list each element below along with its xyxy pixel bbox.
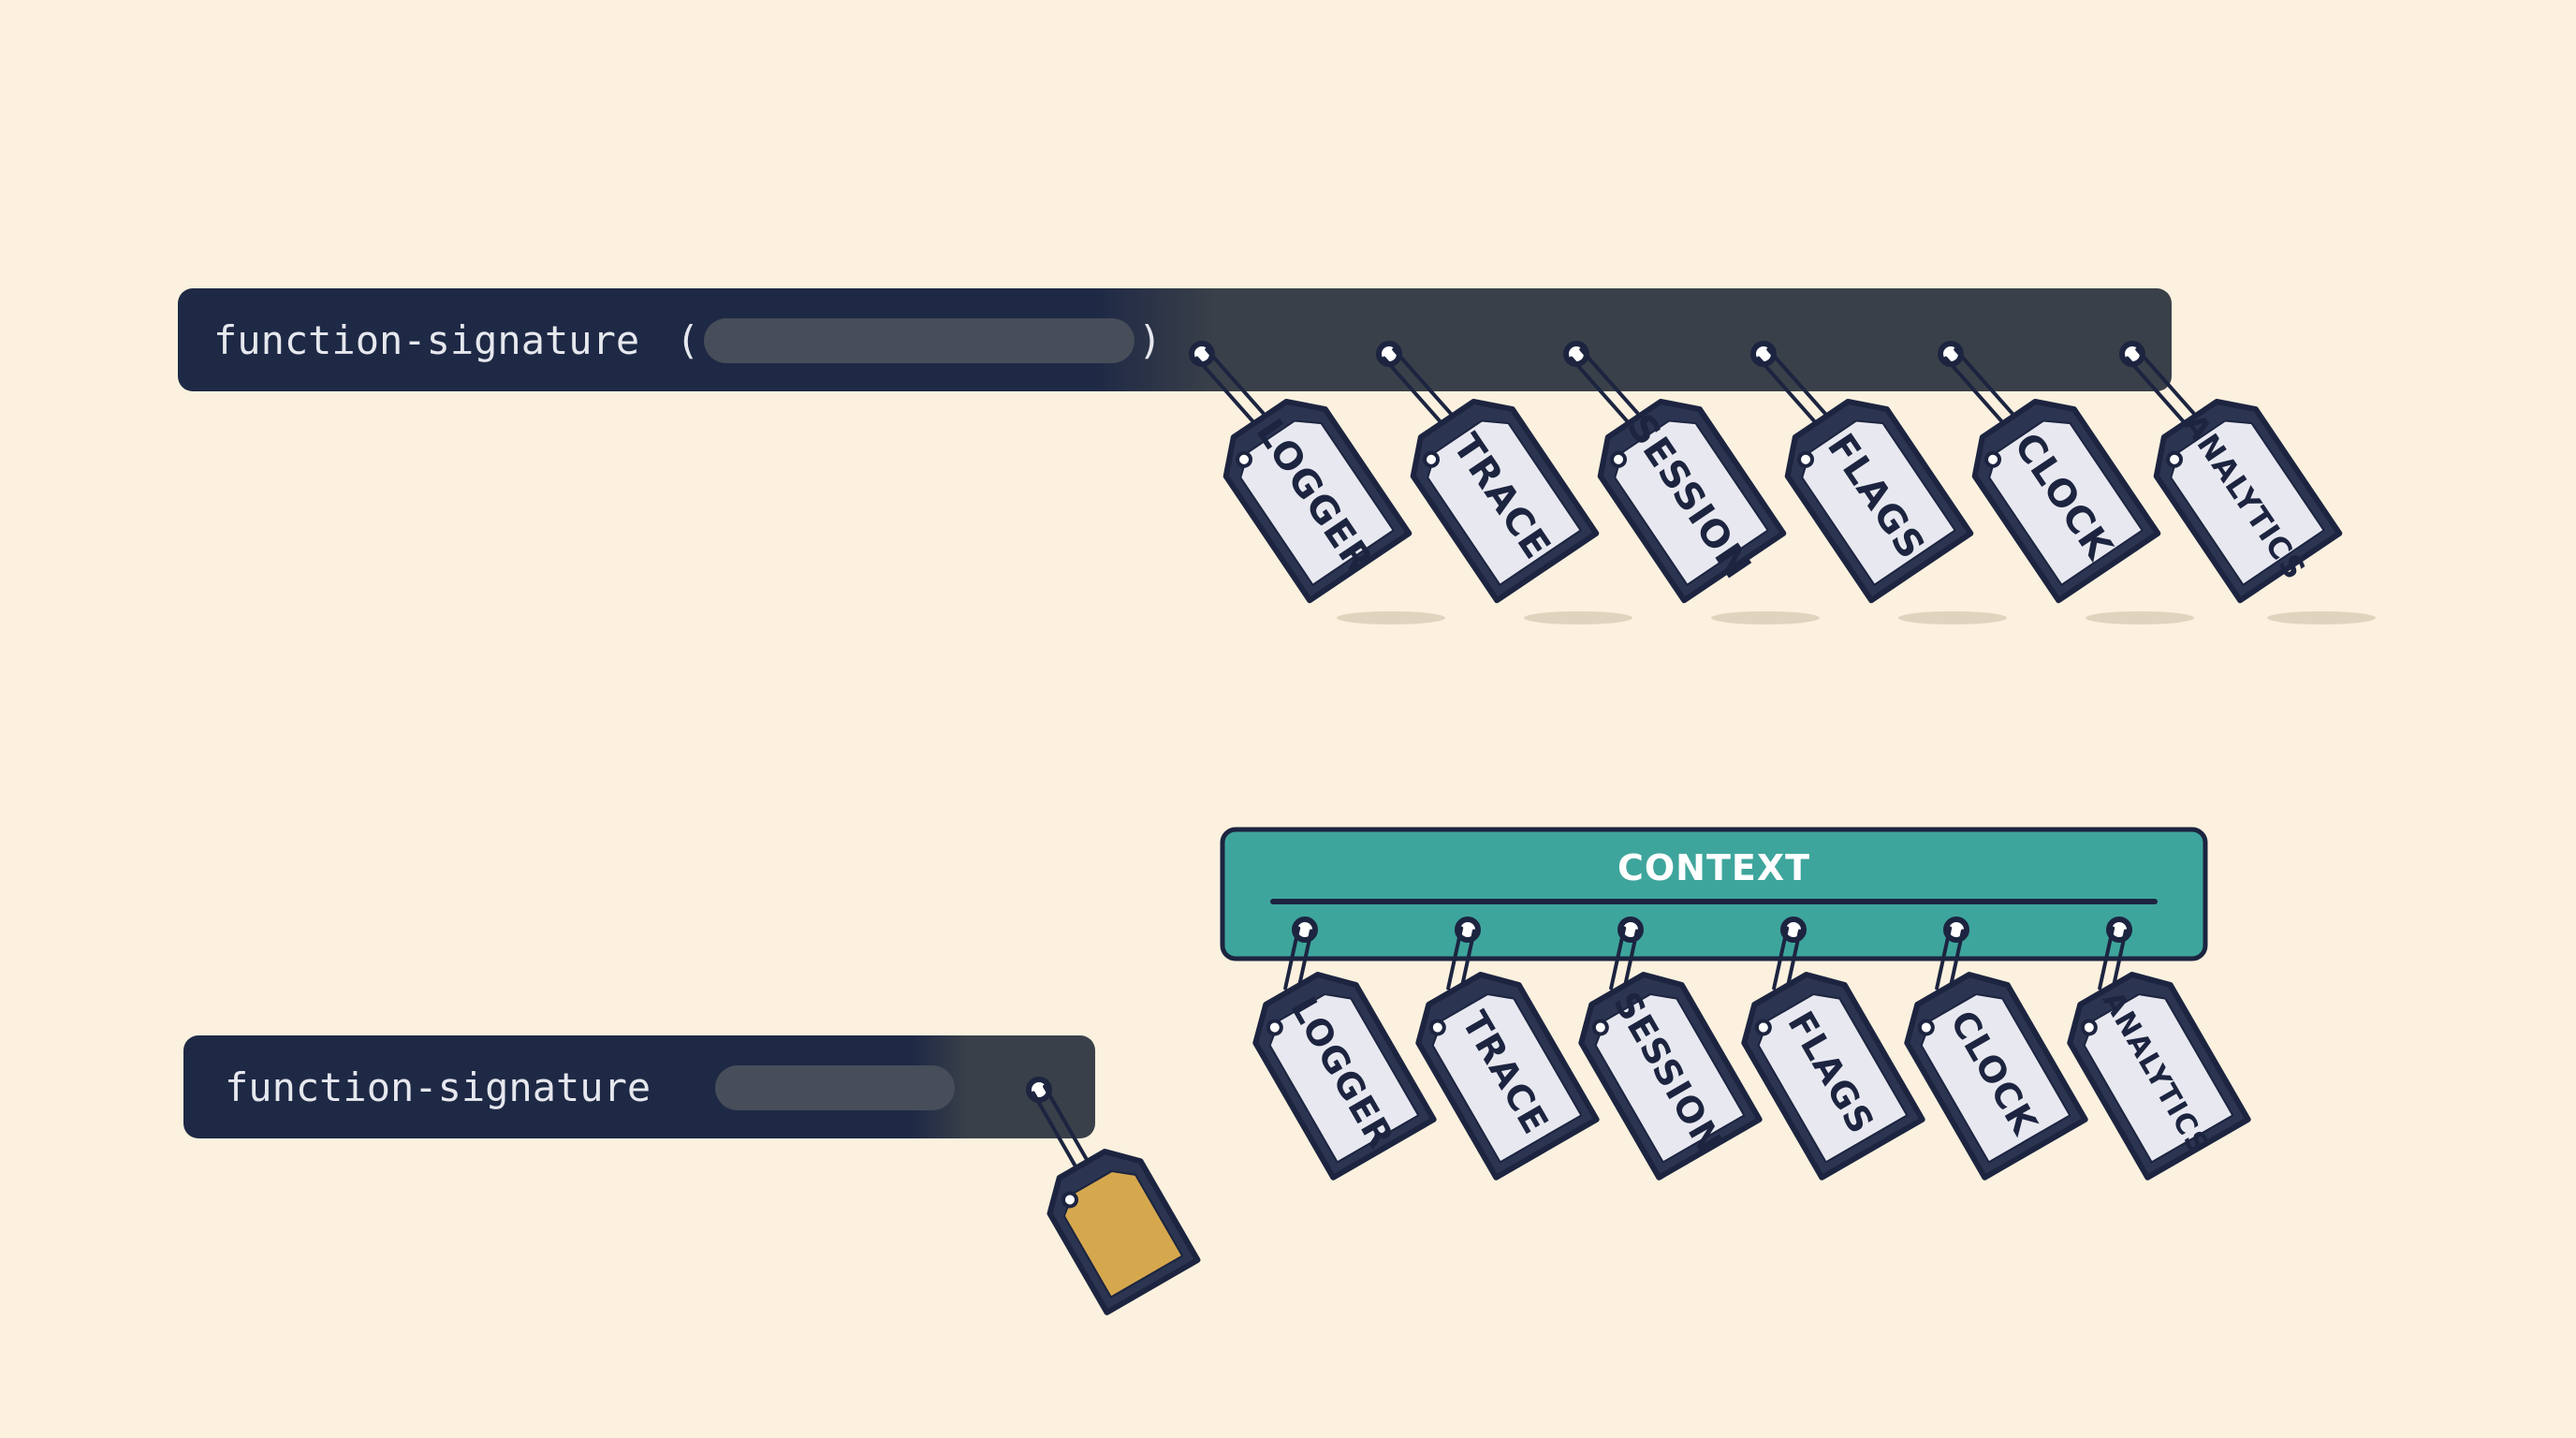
tag-body: SESSION — [1578, 972, 1763, 1181]
tag-eyelet-icon — [1984, 450, 2002, 468]
top-signature-name: function-signature — [213, 317, 639, 363]
tag-string — [1609, 926, 1639, 993]
tag-string — [1935, 926, 1965, 993]
tag-face — [2170, 419, 2325, 586]
top-tag-analytics: ANALYTICS — [2119, 341, 2376, 624]
tag-body: SESSION — [1597, 398, 1787, 604]
tag-face — [1431, 993, 1583, 1164]
tag-string — [1569, 347, 1642, 426]
tag-body: TRACE — [1410, 398, 1600, 604]
tag-string — [1283, 926, 1313, 993]
tag-body — [1046, 1149, 1201, 1315]
tag-face — [1594, 993, 1746, 1164]
tag-eyelet-icon — [1428, 1019, 1446, 1036]
tag-shadow — [2267, 611, 2376, 624]
top-close-paren: ) — [1138, 317, 1162, 363]
tag-body: ANALYTICS — [2153, 398, 2343, 604]
tag-eyelet-icon — [1061, 1191, 1079, 1209]
tag-face — [1268, 993, 1420, 1164]
tag-body: CLOCK — [1971, 398, 2161, 604]
top-tag-clock: CLOCK — [1938, 341, 2194, 624]
tag-eyelet-icon — [1610, 450, 1628, 468]
tag-shadow — [1711, 611, 1820, 624]
tag-face — [1920, 993, 2071, 1164]
bottom-signature-name: function-signature — [225, 1064, 651, 1110]
tag-string — [1943, 347, 2016, 426]
bottom-param-slot — [715, 1065, 955, 1110]
tag-eyelet-icon — [1423, 450, 1441, 468]
tag-eyelet-icon — [1917, 1019, 1935, 1036]
tag-eyelet-icon — [1236, 450, 1253, 468]
tag-shadow — [2086, 611, 2194, 624]
bottom-signature-group: function-signature — [183, 1035, 1201, 1315]
tag-face — [1757, 993, 1909, 1164]
tag-string — [2125, 347, 2198, 426]
tag-body: FLAGS — [1784, 398, 1974, 604]
tag-string — [1446, 926, 1476, 993]
single-context-tag — [1026, 1077, 1201, 1315]
tag-body: CLOCK — [1904, 972, 2088, 1181]
tag-string — [1382, 347, 1455, 426]
tag-face — [1988, 419, 2144, 586]
context-tag-logger: LOGGER — [1252, 917, 1437, 1181]
tag-shadow — [1337, 611, 1445, 624]
tag-face — [1801, 419, 1956, 586]
context-label: CONTEXT — [1617, 847, 1810, 888]
tag-string — [1756, 347, 1829, 426]
tag-face — [2083, 993, 2234, 1164]
tag-face — [1427, 419, 1582, 586]
top-signature-bar — [178, 288, 2172, 391]
bottom-signature-bar — [183, 1035, 1095, 1138]
tag-body: FLAGS — [1741, 972, 1925, 1181]
context-tag-clock: CLOCK — [1904, 917, 2088, 1181]
tag-shadow — [1898, 611, 2007, 624]
tag-eyelet-icon — [1591, 1019, 1609, 1036]
tag-eyelet-icon — [2166, 450, 2184, 468]
tag-body: ANALYTICS — [2067, 972, 2251, 1181]
tag-string — [1194, 347, 1267, 426]
top-tag-trace: TRACE — [1376, 341, 1632, 624]
tag-eyelet-icon — [1266, 1019, 1283, 1036]
tag-eyelet-icon — [1797, 450, 1815, 468]
tag-face — [1239, 419, 1395, 586]
tag-string — [1772, 926, 1802, 993]
top-tag-flags: FLAGS — [1750, 341, 2007, 624]
tag-string — [2098, 926, 2128, 993]
tag-face — [1614, 419, 1769, 586]
tag-body: LOGGER — [1252, 972, 1437, 1181]
tag-string — [1031, 1084, 1090, 1170]
context-tag-flags: FLAGS — [1741, 917, 1925, 1181]
tag-eyelet-icon — [2080, 1019, 2098, 1036]
tag-body: LOGGER — [1222, 398, 1412, 604]
context-tag-trace: TRACE — [1415, 917, 1600, 1181]
single-gold-tag — [1026, 1077, 1201, 1315]
top-open-paren: ( — [676, 317, 699, 363]
tag-face — [1062, 1170, 1184, 1299]
top-param-slot — [704, 318, 1134, 363]
tag-body: TRACE — [1415, 972, 1600, 1181]
tag-shadow — [1524, 611, 1632, 624]
tag-eyelet-icon — [1754, 1019, 1772, 1036]
